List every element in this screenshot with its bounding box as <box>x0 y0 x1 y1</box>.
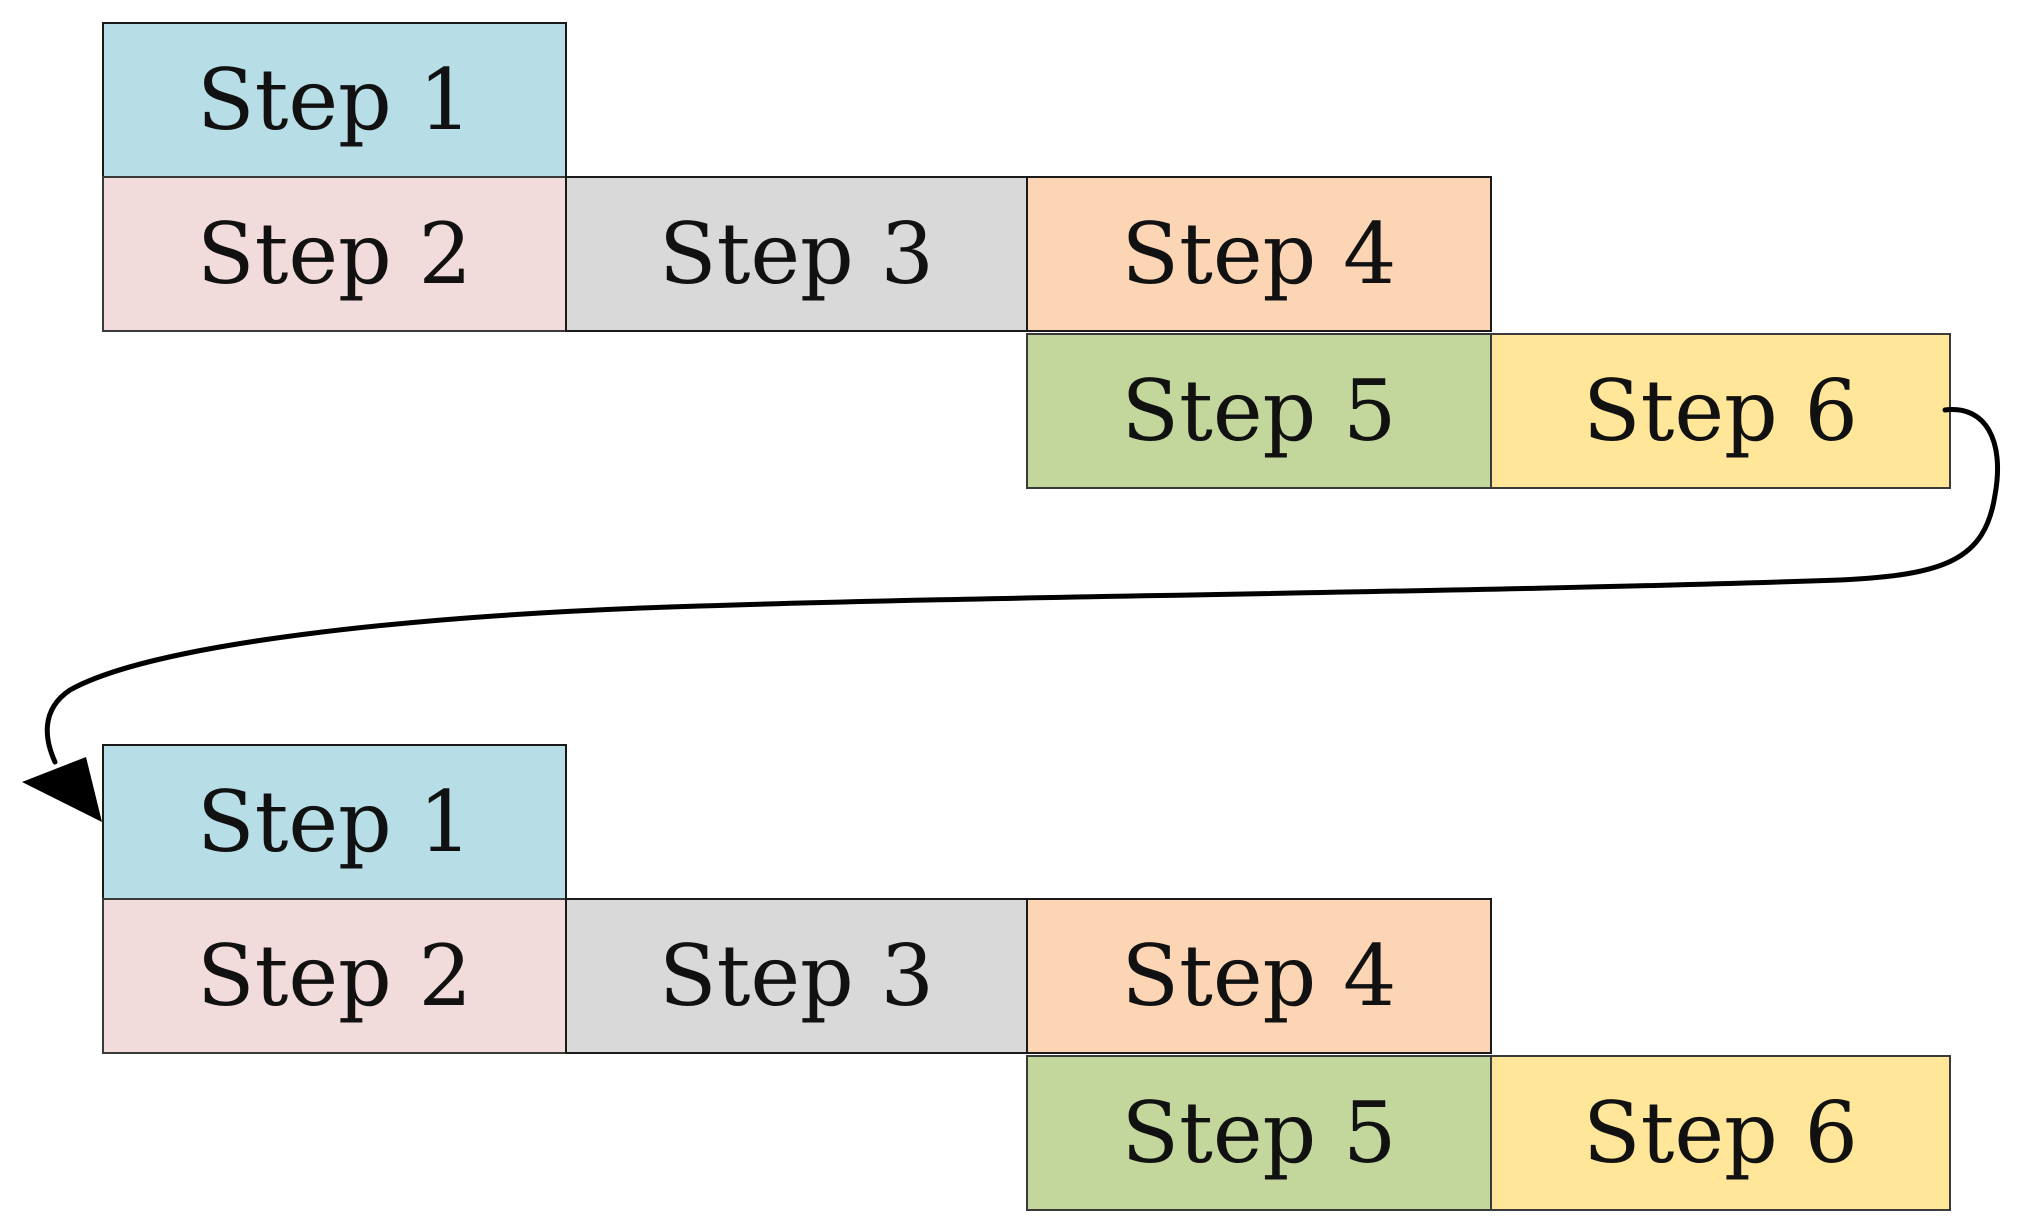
bottom-step-6: Step 6 <box>1490 1055 1951 1211</box>
bottom-step-1-label: Step 1 <box>197 773 472 871</box>
top-step-4-label: Step 4 <box>1121 205 1397 303</box>
top-step-1: Step 1 <box>102 22 567 178</box>
top-step-3-label: Step 3 <box>659 205 934 303</box>
bottom-step-1: Step 1 <box>102 744 567 900</box>
top-step-3: Step 3 <box>565 176 1028 332</box>
loop-back-arrow-head <box>22 757 102 822</box>
bottom-step-2-label: Step 2 <box>197 927 472 1025</box>
bottom-step-4: Step 4 <box>1026 898 1492 1054</box>
top-step-5-label: Step 5 <box>1121 362 1397 460</box>
top-step-4: Step 4 <box>1026 176 1492 332</box>
bottom-step-2: Step 2 <box>102 898 567 1054</box>
top-step-6: Step 6 <box>1490 333 1951 489</box>
bottom-step-5: Step 5 <box>1026 1055 1492 1211</box>
top-step-5: Step 5 <box>1026 333 1492 489</box>
top-step-1-label: Step 1 <box>197 51 472 149</box>
bottom-step-3: Step 3 <box>565 898 1028 1054</box>
bottom-step-5-label: Step 5 <box>1121 1084 1397 1182</box>
top-step-2: Step 2 <box>102 176 567 332</box>
top-step-2-label: Step 2 <box>197 205 472 303</box>
top-step-6-label: Step 6 <box>1583 362 1858 460</box>
bottom-step-6-label: Step 6 <box>1583 1084 1858 1182</box>
bottom-step-3-label: Step 3 <box>659 927 934 1025</box>
bottom-step-4-label: Step 4 <box>1121 927 1397 1025</box>
